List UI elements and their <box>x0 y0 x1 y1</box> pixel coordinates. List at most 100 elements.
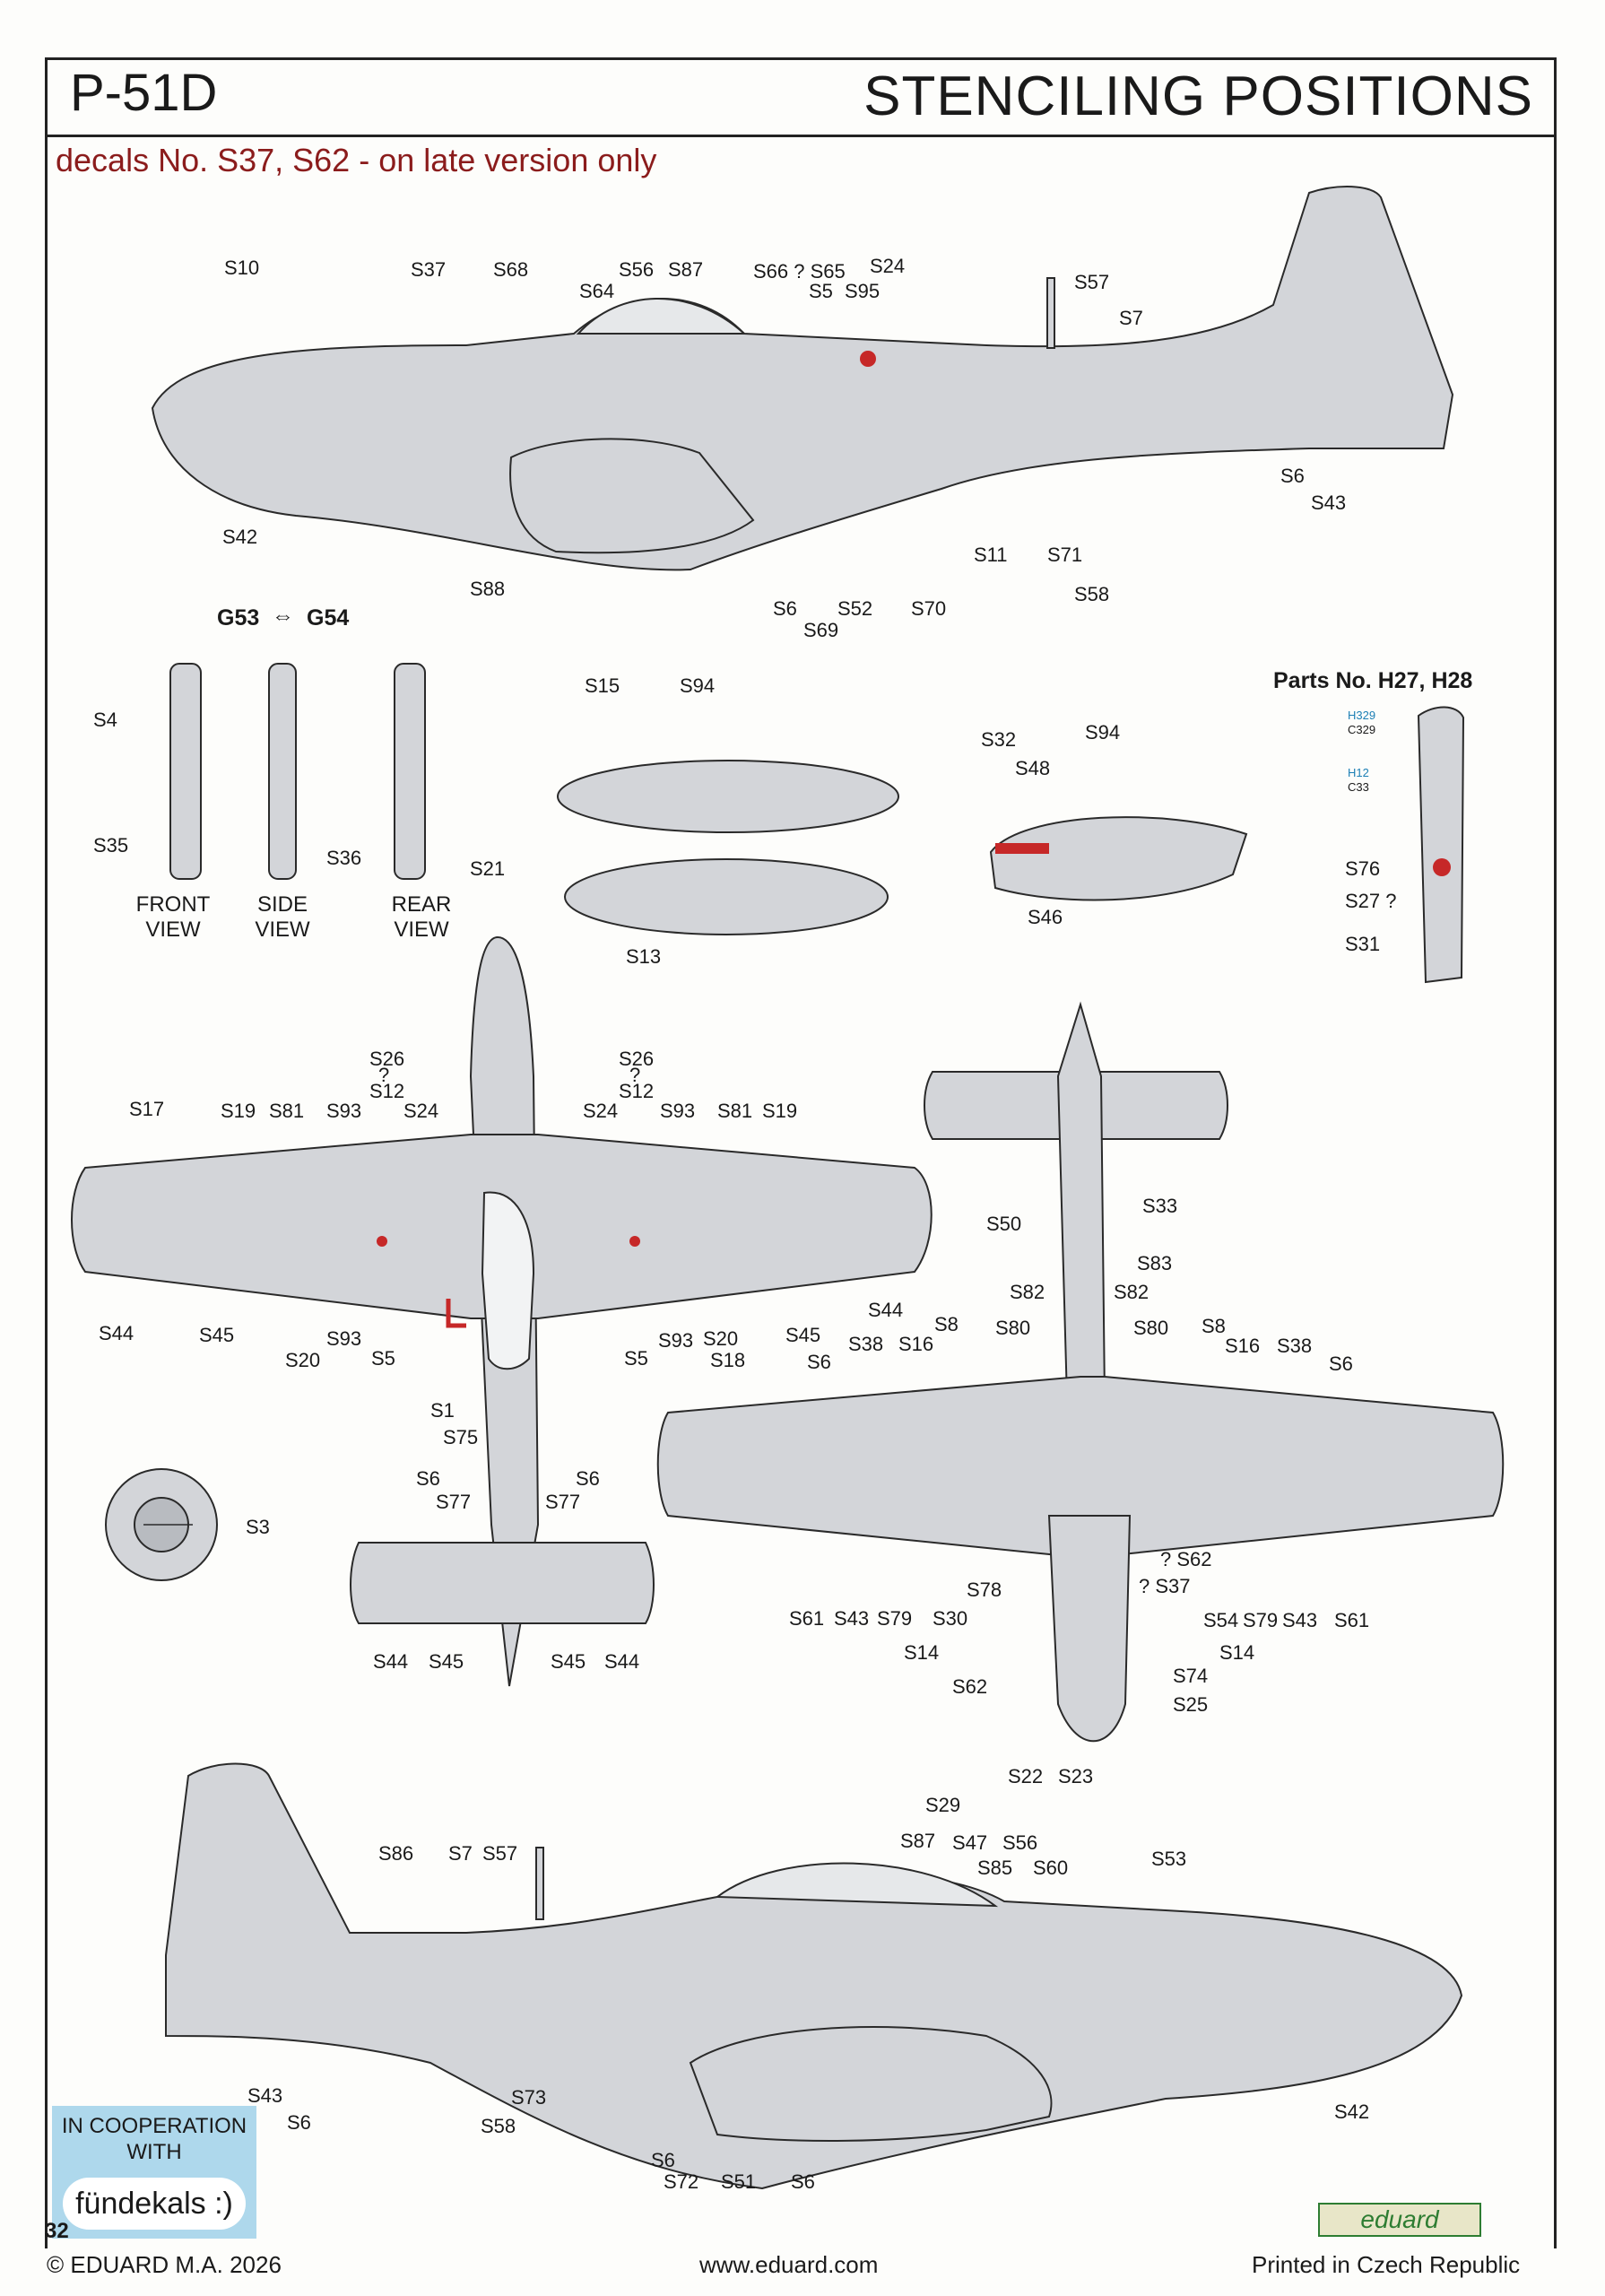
stencil-label: S43 <box>247 2084 283 2107</box>
stencil-label: S6 <box>576 1467 600 1490</box>
stencil-label: S45 <box>199 1324 235 1346</box>
stencil-label: S11 <box>974 544 1008 566</box>
cooperation-text: IN COOPERATION WITH <box>52 2113 256 2165</box>
red-stencil-top-left <box>377 1236 387 1247</box>
stencil-label: S80 <box>1133 1317 1169 1339</box>
stencil-label: S4 <box>93 709 117 731</box>
stencil-label: S42 <box>1334 2100 1370 2123</box>
stencil-label: S35 <box>93 834 129 857</box>
stencil-label: S94 <box>1085 721 1121 744</box>
red-stencil-top-right <box>629 1236 640 1247</box>
stencil-label: S62 <box>952 1675 988 1698</box>
stencil-label: S16 <box>898 1333 934 1355</box>
stencil-label: S79 <box>877 1607 913 1630</box>
stencil-label: S51 <box>721 2170 757 2193</box>
top-view-tailplane <box>350 1542 655 1624</box>
parts-label: Parts No. H27, H28 <box>1273 668 1473 693</box>
stencil-label: S20 <box>285 1349 321 1371</box>
part-code-1: H329 <box>1348 709 1376 722</box>
stencil-label: S69 <box>803 619 839 641</box>
lower-side-antenna <box>535 1847 544 1920</box>
stencil-label: S77 <box>436 1491 472 1513</box>
stencil-label: S64 <box>579 280 615 302</box>
swap-from: G53 <box>217 605 260 631</box>
upper-side-antenna <box>1046 277 1055 349</box>
stencil-label: S88 <box>470 578 506 600</box>
stencil-label: S45 <box>429 1650 464 1673</box>
gear-front <box>169 663 202 880</box>
stencil-label: S38 <box>848 1333 884 1355</box>
stencil-label: S12 <box>619 1080 655 1102</box>
cooperation-line2: WITH <box>126 2140 182 2164</box>
stencil-label: S61 <box>789 1607 825 1630</box>
stencil-label: S18 <box>710 1349 746 1371</box>
stencil-label: S74 <box>1173 1665 1209 1687</box>
stencil-label: S44 <box>868 1299 904 1321</box>
red-marker-s1 <box>446 1299 466 1328</box>
stencil-label: S19 <box>221 1100 256 1122</box>
bottom-view-nose <box>1047 1515 1132 1743</box>
stencil-label: S24 <box>403 1100 439 1122</box>
stencil-label: S6 <box>1280 465 1305 487</box>
page-frame <box>45 57 1557 2248</box>
cooperation-line1: IN COOPERATION <box>61 2114 247 2138</box>
stencil-label: S73 <box>511 2086 547 2109</box>
top-view-canopy <box>481 1191 535 1370</box>
stencil-label: S43 <box>1282 1609 1318 1631</box>
stencil-label: S16 <box>1225 1335 1261 1357</box>
stencil-label: S6 <box>791 2170 815 2193</box>
stencil-label: S5 <box>624 1347 648 1370</box>
stencil-label: S43 <box>834 1607 870 1630</box>
stencil-label: S72 <box>664 2170 699 2193</box>
stencil-label: ? S37 <box>1139 1575 1191 1597</box>
stencil-label: S42 <box>222 526 258 548</box>
part-code-2: C329 <box>1348 723 1376 736</box>
stencil-label: S10 <box>224 257 260 279</box>
stencil-label: S33 <box>1142 1195 1178 1217</box>
stencil-label: S26 <box>619 1048 655 1070</box>
stencil-label: S57 <box>482 1842 518 1865</box>
late-version-note: decals No. S37, S62 - on late version on… <box>56 142 657 178</box>
page-title: STENCILING POSITIONS <box>863 65 1533 127</box>
stencil-label: S87 <box>900 1830 936 1852</box>
stencil-label: S5 <box>371 1347 395 1370</box>
stencil-label: S6 <box>773 597 797 620</box>
stencil-label: S29 <box>925 1794 961 1816</box>
model-name: P-51D <box>70 64 218 122</box>
stencil-label: S21 <box>470 857 506 880</box>
stencil-label: S44 <box>99 1322 134 1344</box>
part-code-3: H12 <box>1348 766 1369 779</box>
side-view-label: SIDE VIEW <box>255 892 310 942</box>
stencil-label: S32 <box>981 728 1017 751</box>
footer-url[interactable]: www.eduard.com <box>699 2251 879 2278</box>
stencil-label: S78 <box>967 1578 1002 1601</box>
upper-side-fuselage <box>151 186 1454 571</box>
stencil-label: S8 <box>934 1313 959 1335</box>
gear-side <box>268 663 297 880</box>
stencil-label: S44 <box>604 1650 640 1673</box>
stencil-label: S93 <box>326 1100 362 1122</box>
stencil-label: S46 <box>1028 906 1063 928</box>
gear-rear <box>394 663 426 880</box>
copyright: © EDUARD M.A. 2026 <box>47 2251 282 2278</box>
stencil-label: S45 <box>551 1650 586 1673</box>
stencil-label: S58 <box>1074 583 1110 605</box>
stencil-label: S25 <box>1173 1693 1209 1716</box>
stencil-label: S22 <box>1008 1765 1044 1787</box>
rear-view-label: REAR VIEW <box>391 892 452 942</box>
stencil-label: S26 <box>369 1048 405 1070</box>
stencil-label: S6 <box>416 1467 440 1490</box>
stencil-label: S56 <box>619 258 655 281</box>
red-stencil-part <box>1433 858 1451 876</box>
stencil-label: S93 <box>326 1327 362 1350</box>
stencil-label: S36 <box>326 847 362 869</box>
stencil-label: S79 <box>1243 1609 1279 1631</box>
stencil-label: S44 <box>373 1650 409 1673</box>
stencil-label: S93 <box>660 1100 696 1122</box>
swap-to: G54 <box>307 605 350 631</box>
stencil-label: S57 <box>1074 271 1110 293</box>
stencil-label: S6 <box>1329 1352 1353 1375</box>
stencil-label: S76 <box>1345 857 1381 880</box>
tank-bottom <box>564 858 889 935</box>
stencil-label: S75 <box>443 1426 479 1448</box>
